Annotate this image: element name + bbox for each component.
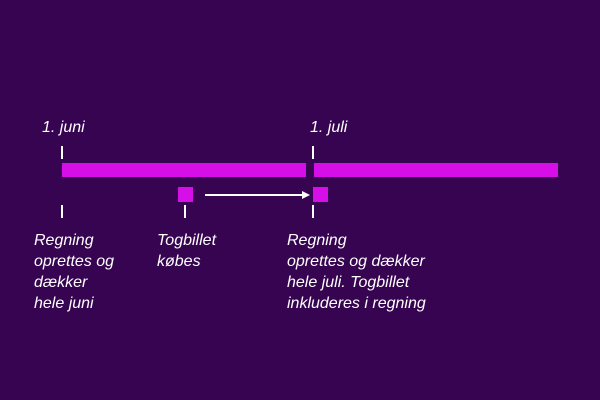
note-ticket: Togbillet købes <box>157 232 217 270</box>
timeline-bar-june <box>62 163 306 177</box>
july-marker <box>313 187 328 202</box>
note-july: Regning oprettes og dækker hele juli. To… <box>287 232 426 312</box>
label-june: 1. juni <box>42 119 85 136</box>
tick-ticket-bottom <box>184 205 186 218</box>
label-july: 1. juli <box>310 119 348 136</box>
tick-july-top <box>312 146 314 159</box>
tick-june-bottom <box>61 205 63 218</box>
ticket-marker <box>178 187 193 202</box>
tick-july-bottom <box>312 205 314 218</box>
note-june: Regning oprettes og dækker hele juni <box>34 232 115 312</box>
arrow-head <box>302 191 310 199</box>
timeline-bar-july <box>314 163 558 177</box>
tick-june-top <box>61 146 63 159</box>
